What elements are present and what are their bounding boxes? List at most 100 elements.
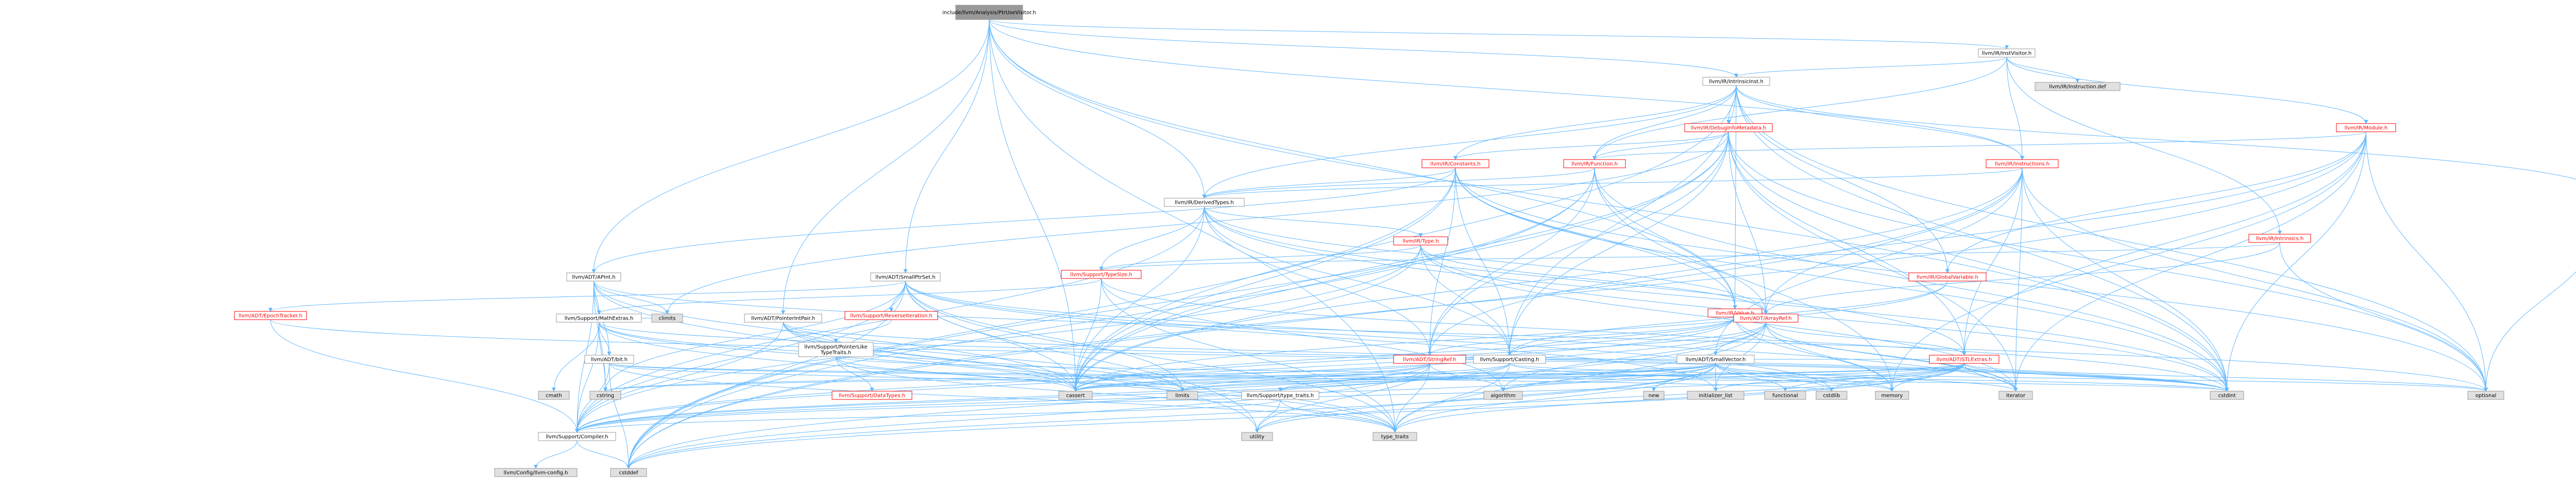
- node-label: llvm/IR/InstVisitor.h: [1982, 51, 2031, 57]
- include-edge: [609, 363, 2229, 392]
- node-climits: climits: [651, 313, 683, 323]
- include-edge: [1507, 85, 1737, 356]
- node-box: [1563, 159, 1626, 168]
- include-edge: [2484, 271, 2576, 392]
- node-module[interactable]: llvm/IR/Module.h: [2336, 123, 2396, 132]
- node-box: [1058, 391, 1093, 400]
- node-bit[interactable]: llvm/ADT/bit.h: [584, 355, 634, 364]
- node-box: [566, 272, 621, 282]
- node-label: cstdint: [2218, 393, 2235, 399]
- node-label: limits: [1175, 393, 1189, 399]
- include-edge: [626, 167, 2023, 469]
- include-edge: [1393, 363, 1430, 433]
- node-label: cmath: [546, 393, 562, 399]
- node-reverseiteration[interactable]: llvm/Support/ReverseIteration.h: [844, 311, 938, 320]
- node-constants[interactable]: llvm/IR/Constants.h: [1421, 159, 1489, 168]
- node-label: llvm/ADT/SmallPtrSet.h: [875, 275, 935, 281]
- node-box: [1998, 391, 2033, 400]
- node-pointerintpair[interactable]: llvm/ADT/PointerIntPair.h: [744, 313, 822, 323]
- include-edge: [1733, 85, 1737, 309]
- node-irtype[interactable]: llvm/IR/Type.h: [1393, 236, 1448, 246]
- include-edge: [594, 281, 2488, 392]
- node-box: [1875, 391, 1909, 400]
- node-instructions[interactable]: llvm/IR/Instructions.h: [1986, 159, 2059, 168]
- node-epochtracker[interactable]: llvm/ADT/EpochTracker.h: [234, 311, 307, 320]
- node-arrayref[interactable]: llvm/ADT/ArrayRef.h: [1733, 313, 1799, 323]
- include-edge: [2225, 131, 2366, 392]
- node-casting[interactable]: llvm/Support/Casting.h: [1473, 355, 1546, 364]
- node-typesize[interactable]: llvm/Support/TypeSize.h: [1061, 270, 1142, 279]
- node-debuginfometadata[interactable]: llvm/IR/DebugInfoMetadata.h: [1684, 123, 1773, 132]
- node-box: [1816, 391, 1848, 400]
- include-edge: [2006, 57, 2024, 160]
- node-function[interactable]: llvm/IR/Function.h: [1563, 159, 1626, 168]
- include-edge: [575, 363, 1716, 433]
- include-edge: [1715, 363, 2018, 392]
- include-edge: [609, 363, 631, 469]
- node-derivedtypes[interactable]: llvm/IR/DerivedTypes.h: [1164, 198, 1245, 207]
- node-new: new: [1643, 391, 1665, 400]
- include-edge: [1455, 167, 1512, 356]
- node-label: cassert: [1066, 393, 1084, 399]
- include-edge: [1734, 57, 2007, 78]
- include-edge: [989, 19, 1397, 433]
- node-box: [1929, 355, 1999, 364]
- node-box: [1643, 391, 1665, 400]
- include-edge: [1429, 363, 1505, 392]
- include-edge: [1204, 206, 1512, 356]
- node-box: [2035, 82, 2121, 91]
- node-label: llvm/IR/GlobalVariable.h: [1917, 275, 1978, 281]
- include-edge: [1204, 206, 1768, 315]
- node-datatypes[interactable]: llvm/Support/DataTypes.h: [832, 391, 912, 400]
- node-box: [538, 391, 570, 400]
- node-intrinsicinst[interactable]: llvm/IR/IntrinsicInst.h: [1702, 77, 1770, 86]
- node-smallvector[interactable]: llvm/ADT/SmallVector.h: [1676, 355, 1755, 364]
- node-box: [798, 342, 874, 357]
- include-edge: [1714, 363, 1964, 392]
- include-edge: [609, 363, 1184, 392]
- node-typetraits[interactable]: llvm/Support/type_traits.h: [1241, 391, 1319, 400]
- node-label: llvm/IR/DebugInfoMetadata.h: [1691, 126, 1767, 131]
- include-edge: [1202, 167, 1456, 199]
- include-edge: [1592, 85, 1737, 160]
- include-edge: [599, 322, 612, 356]
- node-label: cstring: [597, 393, 614, 399]
- node-box: [744, 313, 822, 323]
- node-intrinsics[interactable]: llvm/IR/Intrinsics.h: [2248, 234, 2311, 243]
- include-edge: [1101, 278, 1505, 392]
- node-mathextras[interactable]: llvm/Support/MathExtras.h: [556, 313, 642, 323]
- include-edge: [597, 278, 1101, 315]
- node-box: [1908, 272, 1987, 282]
- node-label: llvm/IR/Type.h: [1402, 239, 1438, 244]
- include-edge: [1962, 131, 2366, 356]
- node-globalvariable[interactable]: llvm/IR/GlobalVariable.h: [1908, 272, 1987, 282]
- node-instvisitor[interactable]: llvm/IR/InstVisitor.h: [1978, 48, 2036, 58]
- node-label: llvm/IR/Module.h: [2345, 126, 2388, 131]
- include-edge: [1101, 278, 2229, 392]
- node-smallptrset[interactable]: llvm/ADT/SmallPtrSet.h: [870, 272, 941, 282]
- include-edge: [889, 281, 906, 312]
- include-edge: [1594, 167, 1894, 392]
- node-label: algorithm: [1490, 393, 1515, 399]
- node-apint[interactable]: llvm/ADT/APInt.h: [566, 272, 621, 282]
- node-stlextras[interactable]: llvm/ADT/STLExtras.h: [1929, 355, 1999, 364]
- node-stringref[interactable]: llvm/ADT/StringRef.h: [1393, 355, 1466, 364]
- include-edge: [2013, 131, 2366, 392]
- include-edge: [626, 167, 1595, 469]
- node-label: llvm/Support/PointerLike: [804, 344, 868, 350]
- include-edge: [626, 363, 1964, 469]
- node-label: llvm/Support/DataTypes.h: [839, 393, 905, 399]
- include-edge: [989, 19, 2009, 49]
- include-edge: [1714, 167, 2023, 356]
- node-label: optional: [2476, 393, 2497, 399]
- include-edge: [1453, 131, 1729, 160]
- node-box: [1986, 159, 2059, 168]
- node-compiler[interactable]: llvm/Support/Compiler.h: [538, 432, 616, 441]
- include-edge: [905, 281, 1259, 433]
- node-box: [1687, 391, 1744, 400]
- node-cassert: cassert: [1058, 391, 1093, 400]
- include-edge: [603, 363, 1716, 392]
- include-edge: [1204, 206, 1423, 237]
- include-edge: [1204, 206, 1432, 356]
